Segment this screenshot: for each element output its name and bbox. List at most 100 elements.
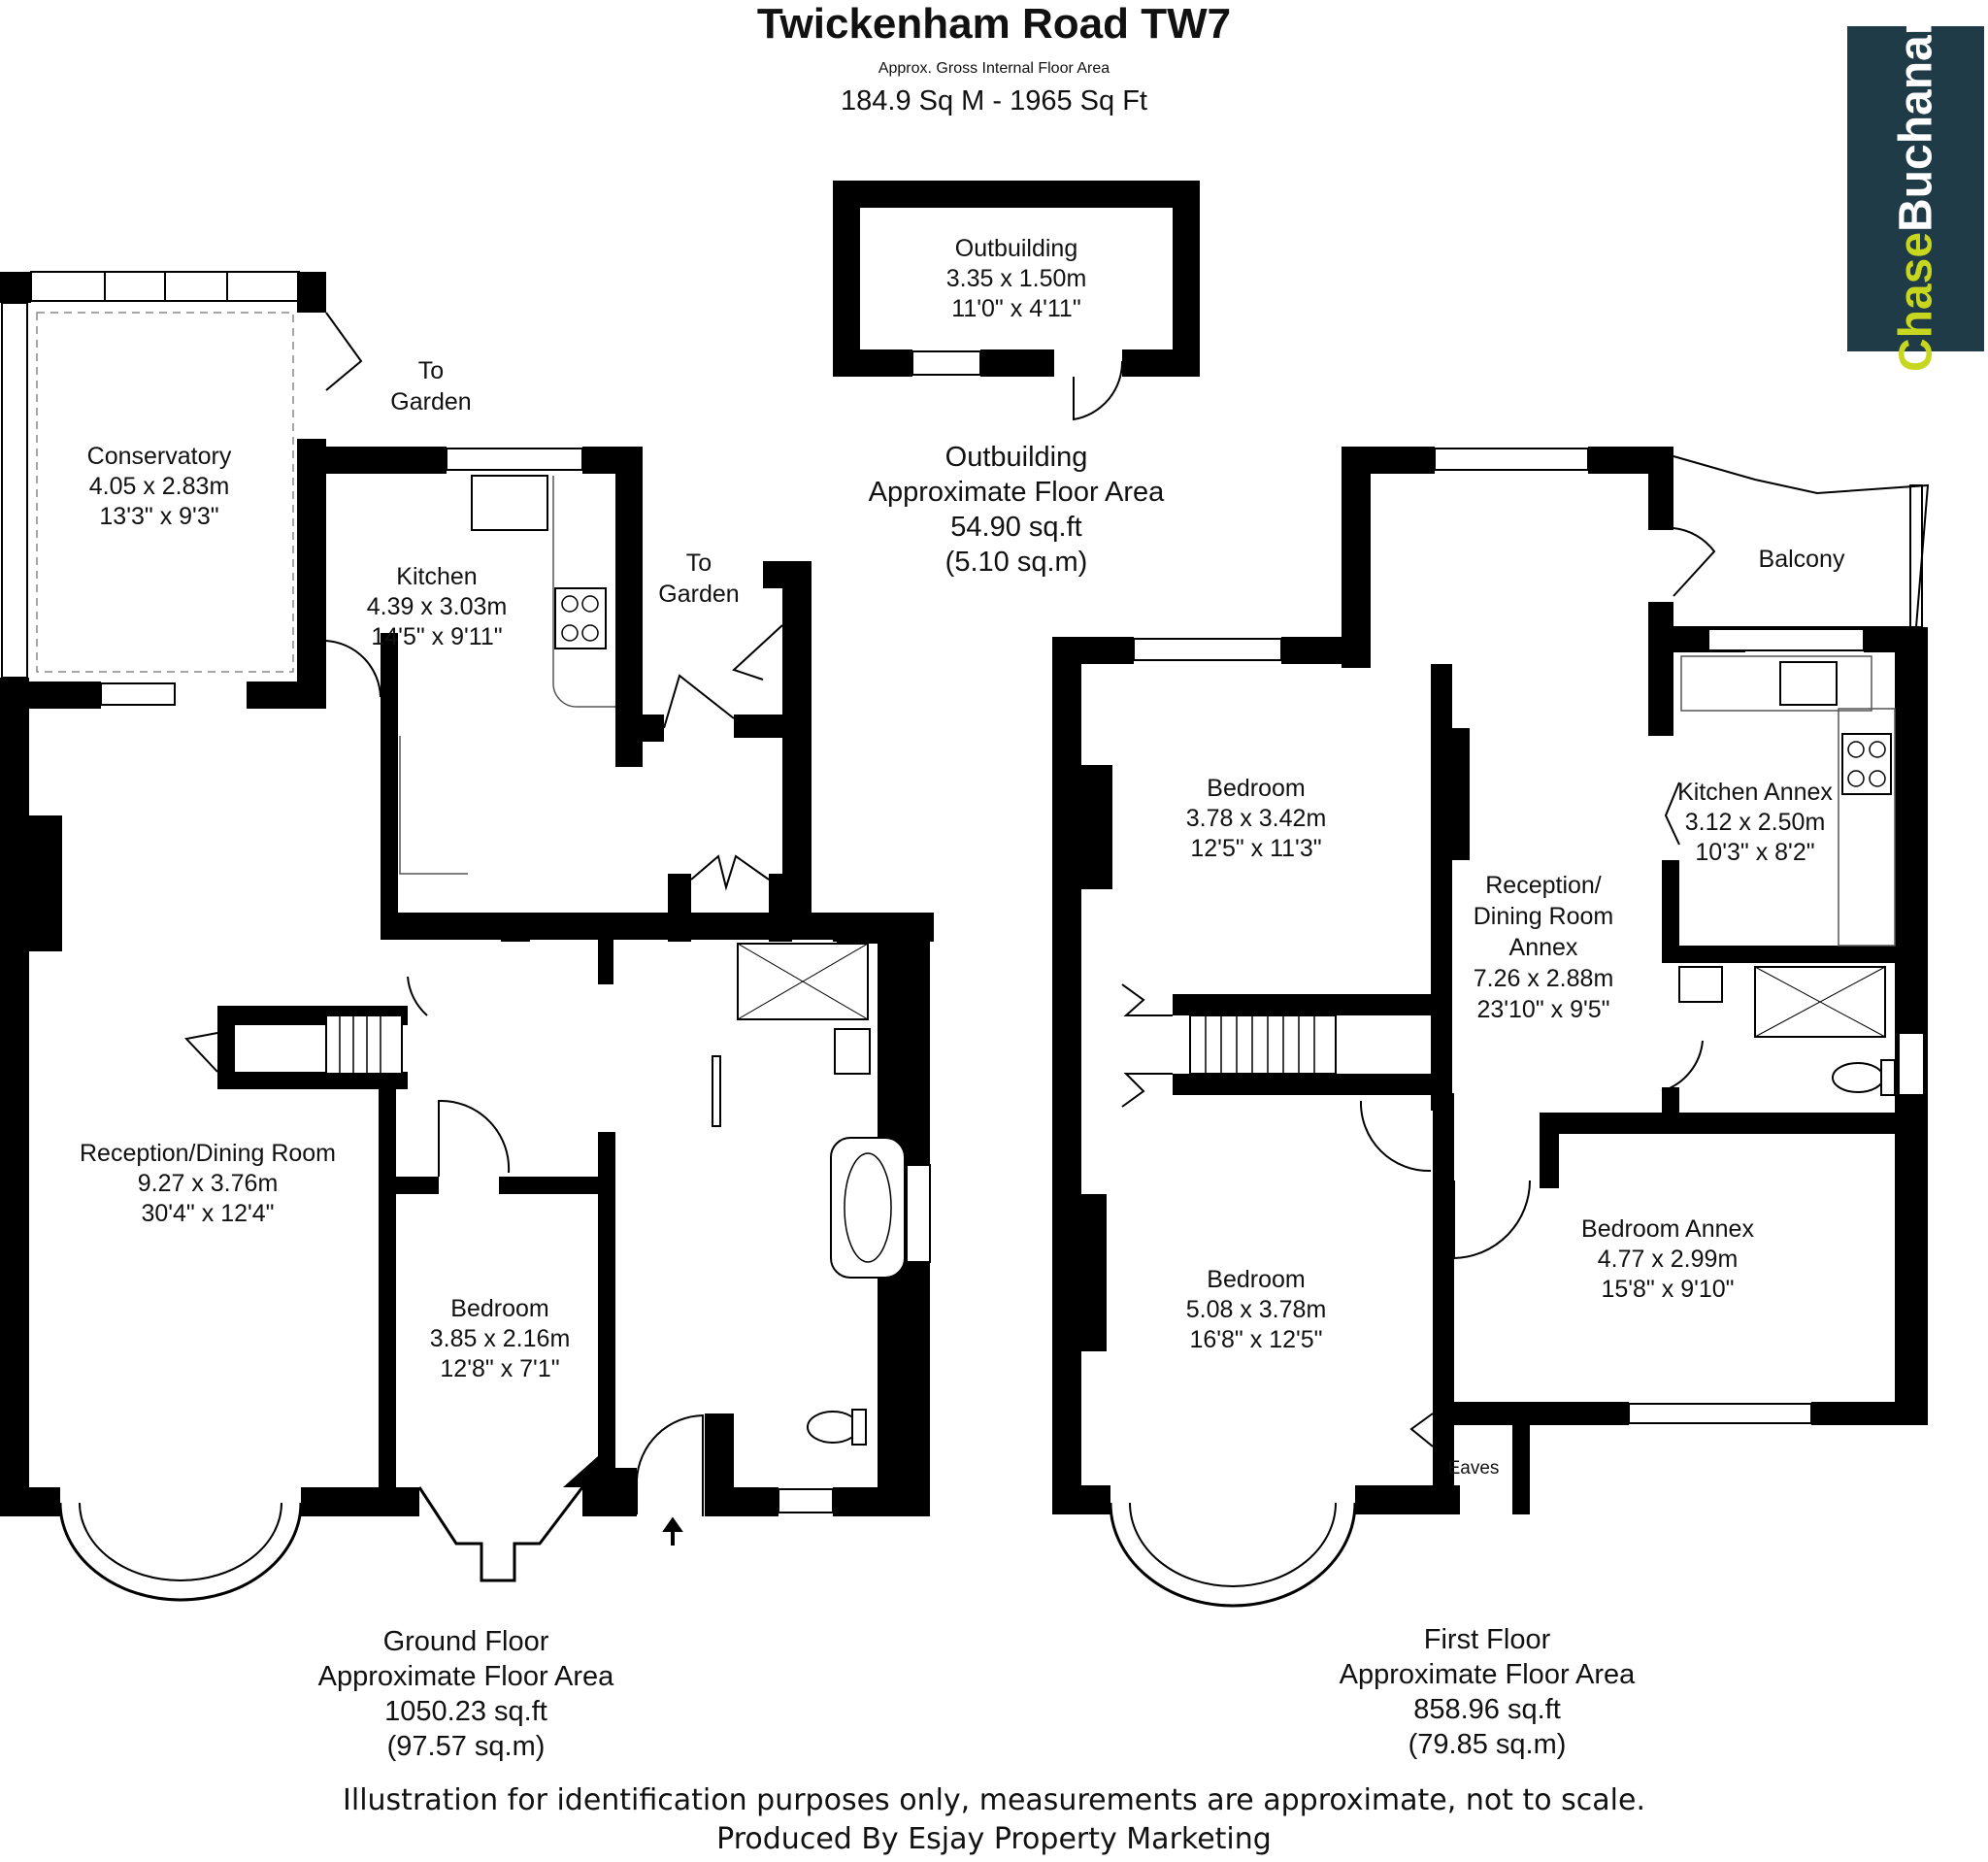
- wall: [615, 447, 643, 767]
- wall: [396, 1177, 439, 1194]
- room-metric: 4.77 x 2.99m: [1598, 1246, 1739, 1273]
- wall: [501, 913, 530, 942]
- room-name: Reception/Dining Room: [80, 1140, 336, 1167]
- room-name-line: Annex: [1509, 934, 1578, 961]
- wall: [297, 439, 326, 709]
- window: [100, 682, 176, 706]
- staircase: [325, 1014, 403, 1075]
- wall: [1662, 860, 1679, 957]
- wall: [598, 1132, 615, 1468]
- room-imperial: 11'0" x 4'11": [951, 295, 1080, 322]
- gross-area-value: 184.9 Sq M - 1965 Sq Ft: [841, 85, 1147, 116]
- wall: [1512, 1404, 1530, 1514]
- wall: [1648, 447, 1673, 530]
- wall: [769, 874, 792, 942]
- room-imperial: 16'8" x 12'5": [1189, 1326, 1322, 1353]
- window: [1707, 628, 1865, 651]
- room-metric: 4.05 x 2.83m: [89, 473, 230, 500]
- door-swing: [1359, 1100, 1432, 1173]
- wall: [1281, 637, 1371, 664]
- room-name-line: Reception/: [1485, 872, 1602, 899]
- wall: [980, 349, 1054, 377]
- bay-window: [58, 1502, 303, 1602]
- wall: [833, 181, 860, 377]
- door-swing: [407, 976, 428, 1016]
- door-swing: [184, 1032, 218, 1073]
- wall: [381, 633, 398, 914]
- door-swing: [1664, 781, 1680, 846]
- wall: [1052, 637, 1134, 664]
- cupboard-doors: [1121, 1073, 1173, 1108]
- window: [1434, 448, 1589, 471]
- outbuilding-area-label: Approximate Floor Area: [869, 477, 1166, 508]
- entrance-arrow: [662, 1516, 683, 1546]
- room-name: Bedroom: [1207, 1266, 1305, 1293]
- ground-floor-title: Ground Floor: [383, 1626, 549, 1657]
- window: [1, 302, 28, 679]
- chimney-breast: [1431, 728, 1470, 860]
- outbuilding-plan: [833, 181, 1200, 421]
- wall: [1895, 641, 1928, 1417]
- wall: [734, 1487, 779, 1516]
- wall: [1662, 1087, 1679, 1116]
- room-metric: 3.78 x 3.42m: [1186, 805, 1327, 832]
- wall: [615, 715, 664, 742]
- wall: [297, 272, 326, 313]
- room-imperial: 30'4" x 12'4": [141, 1200, 274, 1227]
- worktop: [399, 736, 468, 875]
- to-garden-label: To: [418, 357, 444, 384]
- basin: [1678, 966, 1723, 1003]
- room-name: Outbuilding: [955, 235, 1077, 262]
- wall: [0, 272, 31, 303]
- outbuilding-area-sqft: 54.90 sq.ft: [950, 512, 1081, 543]
- window: [1133, 638, 1282, 661]
- eaves-label: Eaves: [1448, 1458, 1500, 1479]
- first-floor-plan: [1052, 447, 1930, 1608]
- basin: [834, 1028, 871, 1075]
- wall: [217, 1072, 408, 1089]
- wall: [1173, 994, 1435, 1015]
- first-floor-area-label: Approximate Floor Area: [1340, 1659, 1637, 1690]
- wall: [1662, 946, 1895, 963]
- outbuilding-area-title: Outbuilding: [945, 442, 1088, 473]
- wall: [1433, 1093, 1454, 1491]
- wall: [379, 1089, 396, 1516]
- first-floor-title: First Floor: [1424, 1624, 1551, 1655]
- wall: [1540, 1113, 1928, 1134]
- hob: [554, 587, 607, 649]
- toilet: [807, 1411, 859, 1444]
- hob: [1841, 733, 1892, 795]
- door-swing: [1409, 1413, 1434, 1447]
- room-imperial: 12'8" x 7'1": [440, 1355, 559, 1382]
- room-name: Bedroom: [450, 1295, 548, 1322]
- room-imperial: 23'10" x 9'5": [1476, 996, 1609, 1023]
- wall: [705, 1413, 734, 1516]
- wall: [0, 678, 29, 1514]
- bay-window: [79, 1502, 282, 1581]
- wall: [247, 682, 326, 709]
- wall: [301, 1487, 373, 1516]
- room-metric: 7.26 x 2.88m: [1474, 965, 1614, 992]
- wall: [1173, 1074, 1435, 1095]
- door-swing: [1073, 360, 1124, 421]
- door-swing: [325, 312, 363, 391]
- window: [446, 448, 583, 471]
- wall: [1648, 602, 1673, 736]
- room-imperial: 12'5" x 11'3": [1190, 835, 1321, 862]
- front-door: [636, 1413, 704, 1516]
- first-floor-sqm: (79.85 sq.m): [1408, 1729, 1567, 1760]
- sliding-door: [712, 1055, 721, 1127]
- to-garden-label: Garden: [658, 581, 739, 608]
- to-garden-label: Garden: [390, 388, 471, 416]
- wall: [1342, 447, 1435, 474]
- room-metric: 4.39 x 3.03m: [367, 593, 508, 620]
- wall: [381, 913, 837, 940]
- wall: [782, 561, 812, 734]
- wall: [598, 1468, 637, 1516]
- toilet: [1832, 1062, 1884, 1093]
- room-metric: 3.35 x 1.50m: [946, 265, 1087, 292]
- wall: [1052, 1485, 1110, 1514]
- room-name: Kitchen Annex: [1677, 779, 1833, 806]
- worktop: [552, 476, 615, 708]
- bay-window: [1129, 1502, 1337, 1587]
